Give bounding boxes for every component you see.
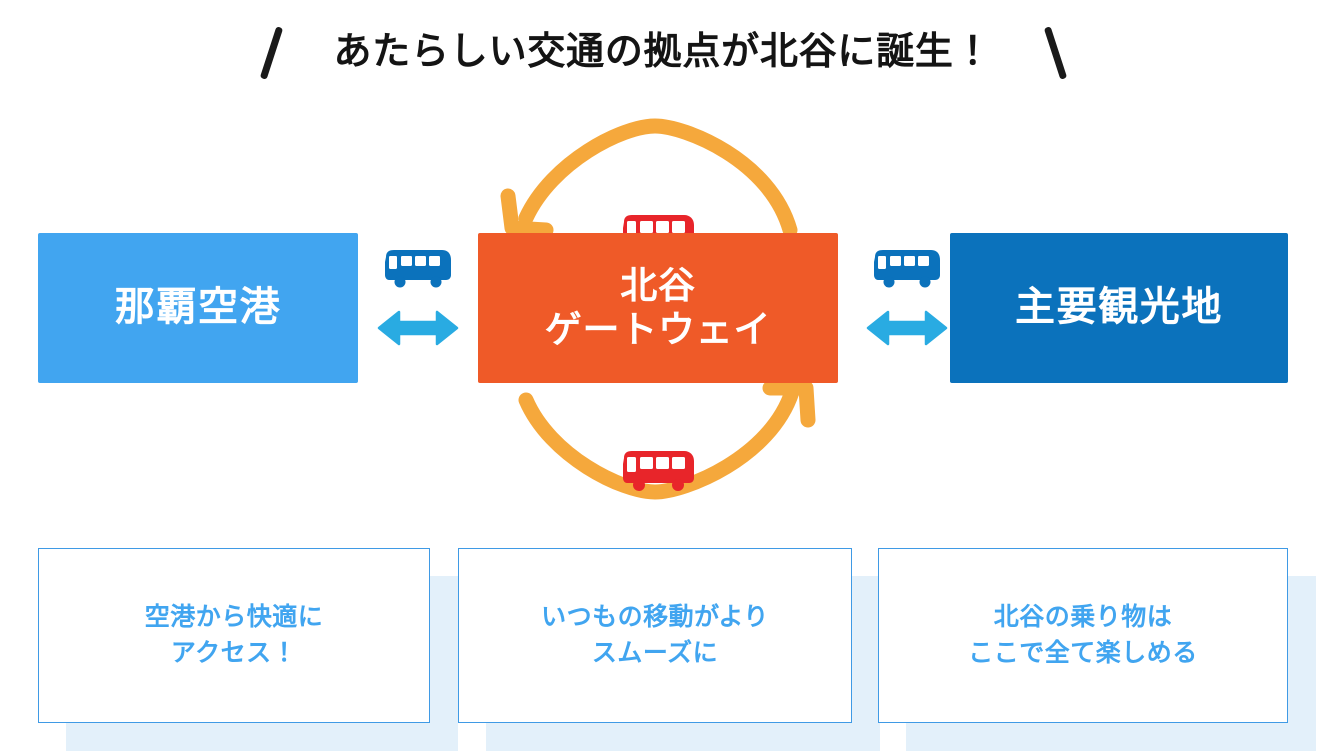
double-arrow-icon — [377, 310, 459, 346]
benefit-card-list: 空港から快適に アクセス！ いつもの移動がより スムーズに 北谷の乗り物は ここ… — [0, 548, 1326, 751]
benefit-card-3-line1: 北谷の乗り物は — [993, 603, 1173, 631]
node-naha-airport-label: 那覇空港 — [114, 285, 282, 330]
node-major-tourist-spots-label: 主要観光地 — [1015, 285, 1223, 330]
connector-hub-to-sights — [852, 248, 962, 368]
curved-arrow-top-head — [500, 188, 554, 238]
benefit-card-2[interactable]: いつもの移動がより スムーズに — [458, 548, 852, 723]
page-title: あたらしい交通の拠点が北谷に誕生！ — [333, 31, 993, 73]
red-bus-icon-bottom — [623, 451, 694, 491]
node-major-tourist-spots[interactable]: 主要観光地 — [950, 233, 1288, 383]
curved-arrow-bottom-path — [518, 384, 800, 500]
benefit-card-2-line1: いつもの移動がより — [541, 603, 769, 631]
circulation-loop-arrows — [500, 118, 816, 500]
node-chatan-gateway[interactable]: 北谷 ゲートウェイ — [478, 233, 838, 383]
decorative-slash-left-icon — [254, 24, 288, 80]
bus-icon — [874, 250, 940, 288]
benefit-card-1-text: 空港から快適に アクセス！ — [145, 600, 324, 671]
transport-hub-diagram: 那覇空港 北谷 ゲートウェイ — [0, 100, 1326, 520]
benefit-card-2-text: いつもの移動がより スムーズに — [541, 600, 769, 671]
connector-airport-to-hub — [363, 248, 473, 368]
benefit-card-3[interactable]: 北谷の乗り物は ここで全て楽しめる — [878, 548, 1288, 723]
benefit-card-1[interactable]: 空港から快適に アクセス！ — [38, 548, 430, 723]
double-arrow-icon — [866, 310, 948, 346]
benefit-card-3-text: 北谷の乗り物は ここで全て楽しめる — [968, 600, 1198, 671]
benefit-card-3-line2: ここで全て楽しめる — [968, 638, 1198, 667]
benefit-card-1-wrapper: 空港から快適に アクセス！ — [38, 548, 458, 751]
benefit-card-2-wrapper: いつもの移動がより スムーズに — [458, 548, 880, 751]
decorative-slash-right-icon — [1038, 24, 1072, 80]
curved-arrow-top-path — [518, 118, 798, 238]
node-chatan-gateway-label: 北谷 ゲートウェイ — [545, 264, 771, 351]
curved-arrow-bottom-head — [762, 380, 816, 428]
benefit-card-1-line2: アクセス！ — [170, 638, 298, 667]
node-chatan-gateway-line2: ゲートウェイ — [544, 309, 772, 350]
benefit-card-3-wrapper: 北谷の乗り物は ここで全て楽しめる — [878, 548, 1316, 751]
benefit-card-1-line1: 空港から快適に — [144, 603, 324, 631]
node-naha-airport[interactable]: 那覇空港 — [38, 233, 358, 383]
node-chatan-gateway-line1: 北谷 — [620, 265, 696, 307]
page-header: あたらしい交通の拠点が北谷に誕生！ — [0, 12, 1326, 92]
bus-icon — [385, 250, 451, 288]
benefit-card-2-line2: スムーズに — [591, 638, 719, 667]
